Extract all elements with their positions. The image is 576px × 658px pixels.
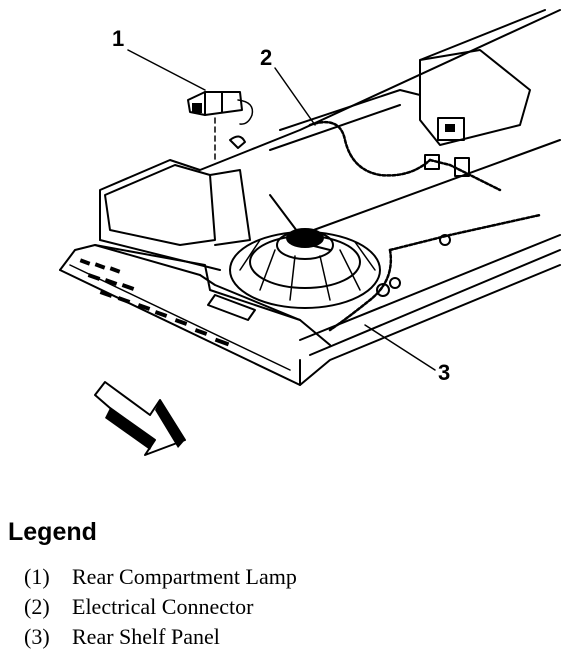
vent-slots	[79, 258, 230, 347]
legend-item-number: (2)	[24, 594, 50, 619]
leader-lines	[127, 49, 436, 371]
callout-1: 1	[112, 26, 125, 51]
legend-item-label: Electrical Connector	[72, 594, 254, 619]
rear-compartment-lamp	[187, 91, 254, 161]
leader-line-2	[274, 67, 316, 126]
shelf-slot	[207, 294, 256, 321]
legend-item-label: Rear Shelf Panel	[72, 624, 220, 649]
legend-title: Legend	[8, 518, 97, 546]
electrical-connector	[308, 117, 542, 332]
legend-item-number: (1)	[24, 564, 50, 589]
leader-line-1	[127, 49, 206, 91]
leader-line-3	[364, 324, 436, 371]
speaker	[229, 228, 381, 309]
front-direction-arrow	[94, 381, 186, 456]
legend-item: (1) Rear Compartment Lamp	[24, 564, 297, 590]
legend-item: (3) Rear Shelf Panel	[24, 624, 220, 650]
callout-2: 2	[260, 45, 273, 70]
callout-3: 3	[438, 360, 451, 385]
legend-item: (2) Electrical Connector	[24, 594, 253, 620]
rear-shelf-panel	[59, 9, 561, 386]
rear-shelf-diagram	[59, 9, 561, 456]
legend-item-number: (3)	[24, 624, 50, 649]
legend-item-label: Rear Compartment Lamp	[72, 564, 297, 589]
